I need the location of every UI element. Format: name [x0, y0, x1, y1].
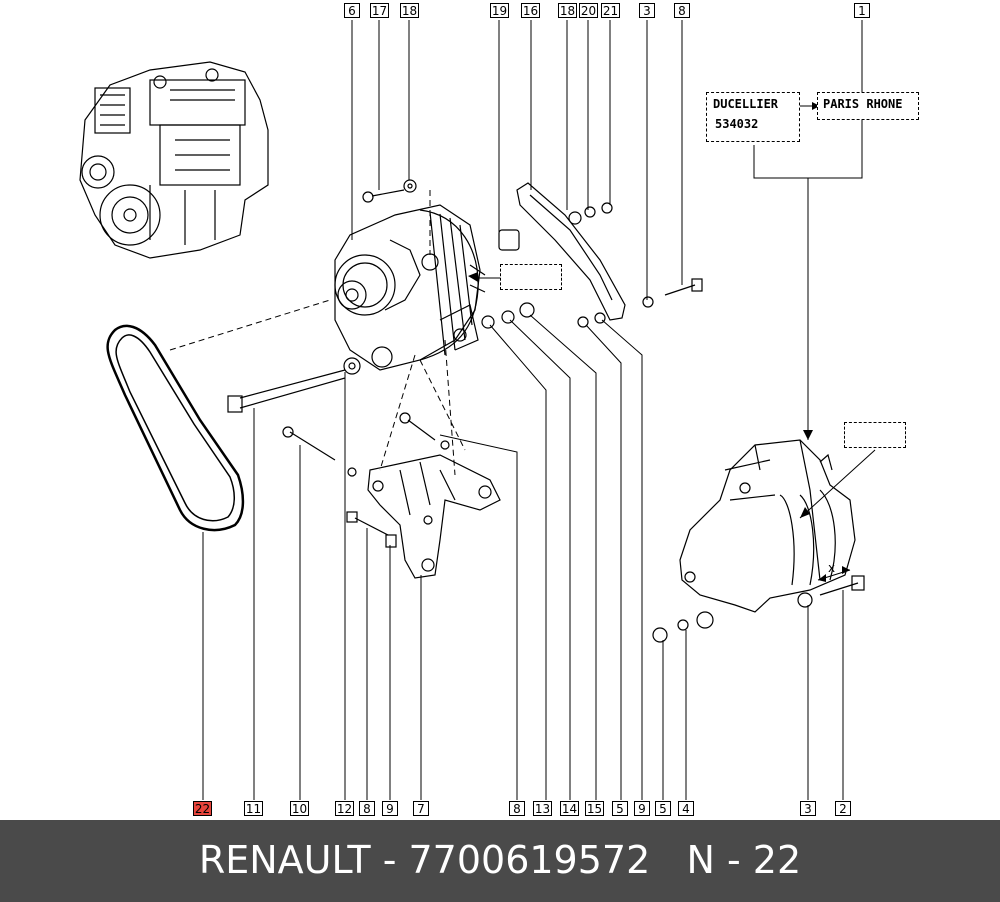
callout-bottom[interactable]: 11: [244, 801, 263, 816]
callout-bottom[interactable]: 5: [655, 801, 671, 816]
callout-top[interactable]: 19: [490, 3, 509, 18]
callout-top[interactable]: 3: [639, 3, 655, 18]
dimension-label: x: [828, 561, 835, 575]
assembly-lines: [169, 190, 466, 476]
footer-bar: RENAULT - 7700619572 N - 22: [0, 820, 1000, 902]
callout-top[interactable]: 20: [579, 3, 598, 18]
part-number-title: RENAULT - 7700619572 N - 22: [198, 838, 802, 882]
ducellier-name: DUCELLIER: [713, 97, 779, 111]
adjusting-strap: [516, 182, 626, 321]
callout-bottom[interactable]: 7: [413, 801, 429, 816]
leader-lines: [351, 20, 876, 519]
callout-bottom[interactable]: 4: [678, 801, 694, 816]
callout-bottom-highlighted[interactable]: 22: [193, 801, 212, 816]
callout-top[interactable]: 18: [558, 3, 577, 18]
callout-bottom[interactable]: 14: [560, 801, 579, 816]
mounting-bracket: [367, 454, 501, 579]
callout-top[interactable]: 6: [344, 3, 360, 18]
drive-belt: [106, 324, 245, 532]
callout-bottom[interactable]: 15: [585, 801, 604, 816]
blank-box-alternator: [500, 264, 562, 290]
callout-bottom[interactable]: 8: [509, 801, 525, 816]
callout-bottom[interactable]: 9: [382, 801, 398, 816]
ducellier-box: DUCELLIER 534032: [706, 92, 800, 142]
callout-bottom[interactable]: 10: [290, 801, 309, 816]
engine-illustration: [79, 61, 269, 259]
callout-bottom[interactable]: 9: [634, 801, 650, 816]
callout-bottom[interactable]: 8: [359, 801, 375, 816]
callout-bottom[interactable]: 13: [533, 801, 552, 816]
callout-top[interactable]: 17: [370, 3, 389, 18]
blank-box-starter: [844, 422, 906, 448]
fasteners: [227, 179, 865, 643]
callout-bottom[interactable]: 12: [335, 801, 354, 816]
parts-diagram: x: [79, 20, 876, 800]
paris-rhone-name: PARIS RHONE: [823, 97, 903, 111]
callout-bottom[interactable]: 3: [800, 801, 816, 816]
callout-bottom[interactable]: 2: [835, 801, 851, 816]
callout-top[interactable]: 18: [400, 3, 419, 18]
callout-bottom[interactable]: 5: [612, 801, 628, 816]
leader-lines-bottom: [202, 314, 844, 800]
callout-top[interactable]: 16: [521, 3, 540, 18]
starter-motor: [679, 439, 856, 613]
arrow-heads: [468, 102, 850, 582]
paris-rhone-box: PARIS RHONE: [817, 92, 919, 120]
ducellier-number: 534032: [715, 117, 759, 131]
alternator: [334, 204, 486, 371]
callout-top[interactable]: 8: [674, 3, 690, 18]
callout-top[interactable]: 1: [854, 3, 870, 18]
callout-top[interactable]: 21: [601, 3, 620, 18]
